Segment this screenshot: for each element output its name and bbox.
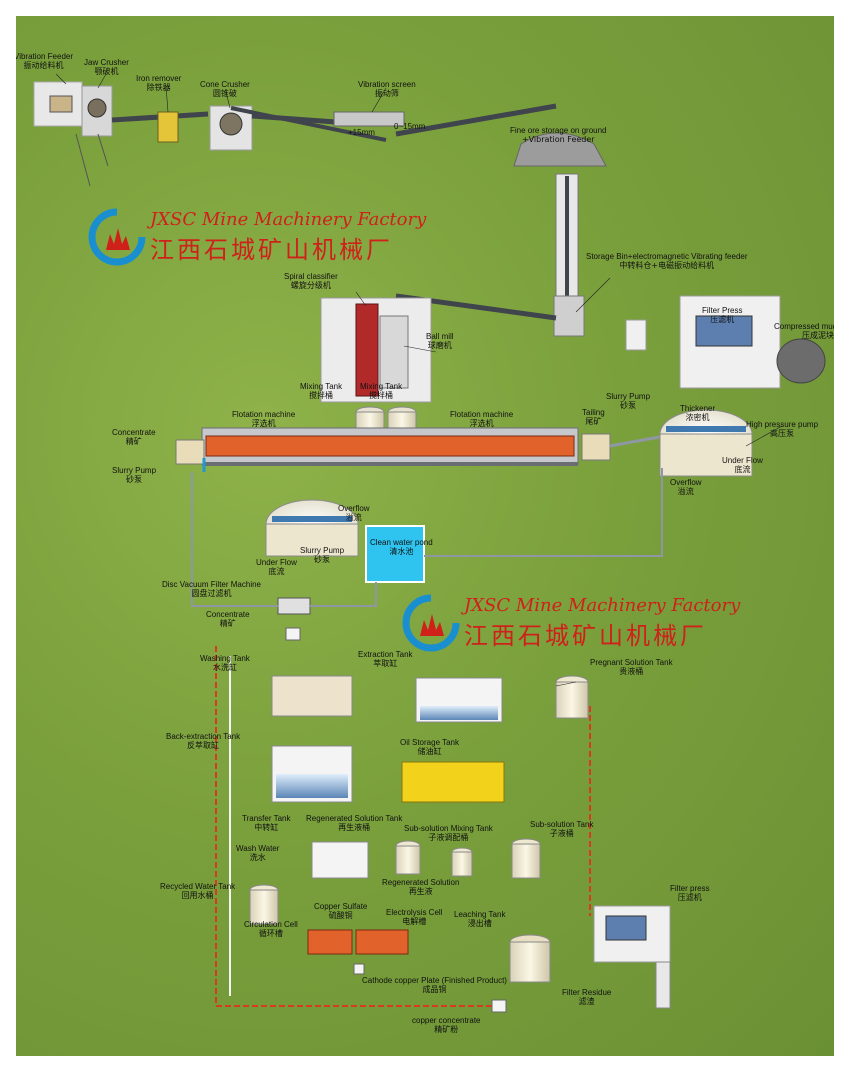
brand-logo-top: JXSC Mine Machinery Factory 江西石城矿山机械厂 <box>88 208 426 266</box>
pregnant-solution-tank-shape <box>555 681 589 719</box>
jxsc-logo-icon <box>88 208 146 266</box>
ball-mill-shape <box>379 315 409 389</box>
clean-water-pond-shape <box>365 525 425 583</box>
sxew-section <box>215 646 671 1013</box>
grass-background: JXSC Mine Machinery Factory 江西石城矿山机械厂 JX… <box>16 16 834 1056</box>
concentrate-box <box>175 439 205 465</box>
crushing-section <box>33 81 607 337</box>
grinding-section <box>175 293 826 641</box>
fine-ore-pile <box>513 132 607 167</box>
leaching-tank-shape <box>509 941 551 983</box>
process-diagram <box>33 73 826 1013</box>
brand-logo-bottom: JXSC Mine Machinery Factory 江西石城矿山机械厂 <box>402 594 740 652</box>
iron-remover-shape <box>157 111 179 143</box>
disc-filter-shape <box>277 597 311 615</box>
sub-solution-tank-shape <box>511 843 541 879</box>
conveyor-to-storage <box>395 103 557 137</box>
jxsc-logo-icon <box>402 594 460 652</box>
leader-lines <box>55 73 783 687</box>
recycled-water-tank-shape <box>249 889 279 925</box>
spiral-classifier-shape <box>355 303 379 397</box>
oil-storage-tank-shape <box>401 761 505 803</box>
tailing-box <box>581 433 611 461</box>
transfer-tank-shape <box>311 841 369 879</box>
brand-name-en: JXSC Mine Machinery Factory <box>150 209 427 230</box>
return-conveyor <box>230 106 387 142</box>
washing-tank-shape <box>271 675 353 717</box>
label-fine-ore-storage: Fine ore storage on ground+Vibration Fee… <box>510 126 607 144</box>
brand-name-zh: 江西石城矿山机械厂 <box>464 622 707 650</box>
filter-press-top-shape <box>695 315 753 347</box>
mud-pile <box>776 338 826 384</box>
brand-name-en: JXSC Mine Machinery Factory <box>464 595 741 616</box>
circulation-cell-shape <box>307 929 353 955</box>
label-storage-bin: Storage Bin+electromagnetic Vibrating fe… <box>586 252 748 270</box>
electrolysis-cell-shape <box>355 929 409 955</box>
filter-press-bottom-shape <box>605 915 647 941</box>
brand-name-zh: 江西石城矿山机械厂 <box>150 236 393 264</box>
label-cathode-plate: Cathode copper Plate (Finished Product)成… <box>362 976 507 994</box>
sub-mixing-tank-shape <box>451 851 473 877</box>
label-size-under: 0~15mm <box>394 122 426 131</box>
regenerated-tank-shape <box>395 845 421 875</box>
label-size-over: +15mm <box>348 128 375 137</box>
label-compressed-mud: Compressed mud blocks压成泥块 <box>774 322 834 340</box>
vibration-screen-shape <box>333 111 405 127</box>
